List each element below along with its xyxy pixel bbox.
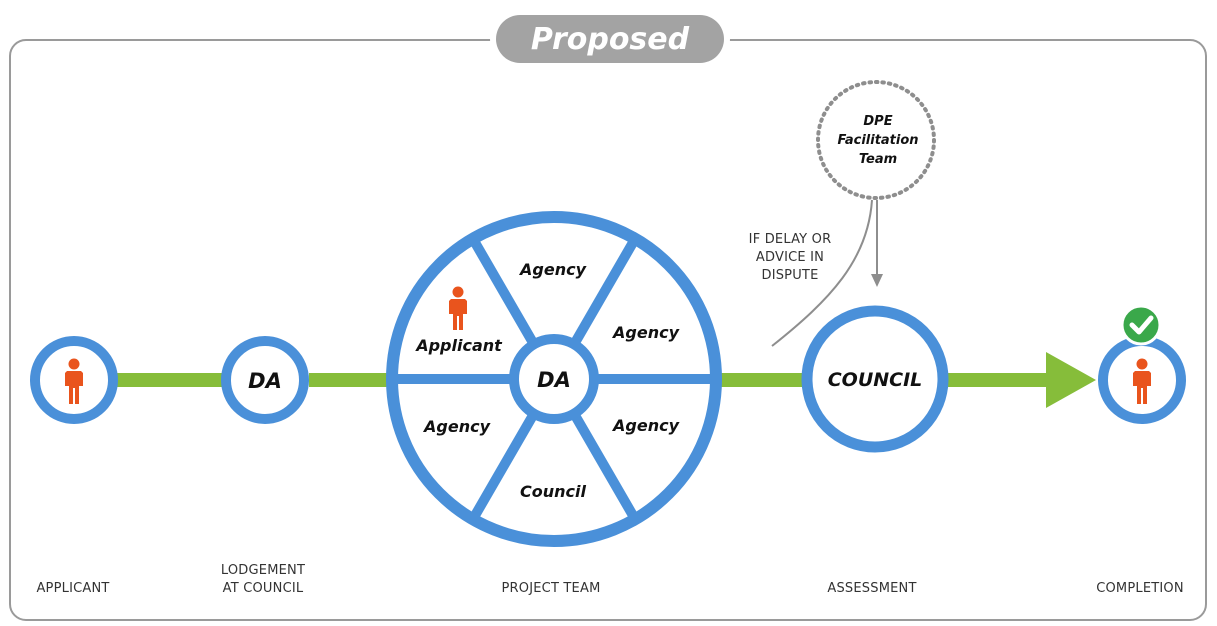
person-icon [65,358,83,404]
dispute-note-line3: DISPUTE [761,268,818,283]
wheel-segment-lower-left: Agency [422,417,491,436]
person-icon [1133,358,1151,404]
dpe-label-line1: DPE [863,114,892,129]
applicant-node [30,336,118,424]
caption-assessment: ASSESSMENT [827,581,916,596]
flow-connector-council-completion [948,373,1050,387]
person-icon [449,286,467,330]
wheel-segment-upper-right: Agency [611,323,680,342]
wheel-segment-bottom: Council [520,482,586,501]
dispute-note-line2: ADVICE IN [756,250,824,265]
header-title: Proposed [531,22,690,57]
dpe-facilitation-node: DPE Facilitation Team [816,80,936,200]
caption-completion: COMPLETION [1096,581,1184,596]
flow-arrowhead [1046,352,1096,408]
flow-connector-team-council [716,373,806,387]
wheel-segment-lower-right: Agency [611,416,680,435]
header-badge [496,15,724,63]
dpe-intervention-curve [771,199,873,347]
caption-project-team: PROJECT TEAM [502,581,601,596]
project-team-wheel: DA Agency Agency Agency Council Agency A… [386,211,722,547]
council-label: COUNCIL [828,369,923,391]
flow-connector-applicant-da [115,373,223,387]
dispute-note-line1: IF DELAY OR [749,232,832,247]
caption-lodgement-line1: LODGEMENT [221,563,305,578]
wheel-segment-top: Agency [518,260,587,279]
dpe-label-line3: Team [859,152,897,167]
dpe-label-line2: Facilitation [837,133,918,148]
wheel-segment-upper-left: Applicant [414,336,503,355]
lodgement-node: DA [221,336,309,424]
council-node: COUNCIL [801,305,949,453]
wheel-hub-label: DA [537,368,571,392]
wheel-hub [509,334,599,424]
dpe-intervention-arrowhead [871,274,883,287]
flow-connector-da-team [309,373,389,387]
caption-lodgement-line2: AT COUNCIL [223,581,304,596]
checkmark-icon [1120,304,1162,346]
lodgement-da-label: DA [248,369,282,393]
completion-node [1098,304,1186,424]
caption-applicant: APPLICANT [36,581,109,596]
